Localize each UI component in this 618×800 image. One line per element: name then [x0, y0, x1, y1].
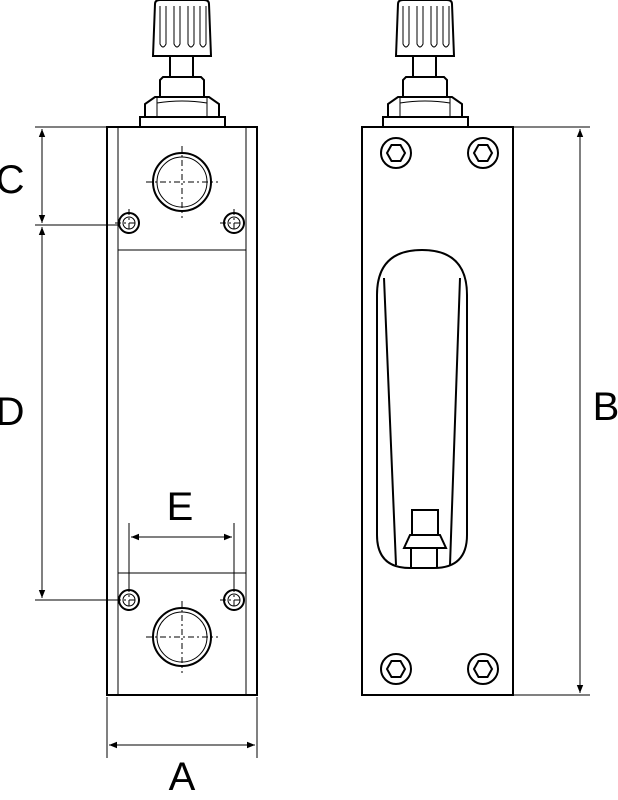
sight-glass [376, 248, 468, 569]
body-outline-side [361, 126, 514, 696]
side-view [361, 0, 514, 696]
front-view [106, 0, 258, 696]
body-outline [106, 126, 258, 696]
outlet-port [145, 600, 219, 674]
dimension-label-a: A [169, 755, 196, 799]
float [402, 509, 448, 568]
adjustment-knob [139, 0, 226, 128]
adjustment-knob-side [382, 0, 469, 128]
dimension-lines: C D B A E [0, 126, 618, 799]
dimension-label-c: C [0, 158, 24, 202]
inlet-port [145, 145, 219, 219]
dimension-label-d: D [0, 390, 24, 434]
dimension-label-b: B [593, 385, 618, 429]
dimension-label-e: E [167, 485, 194, 529]
